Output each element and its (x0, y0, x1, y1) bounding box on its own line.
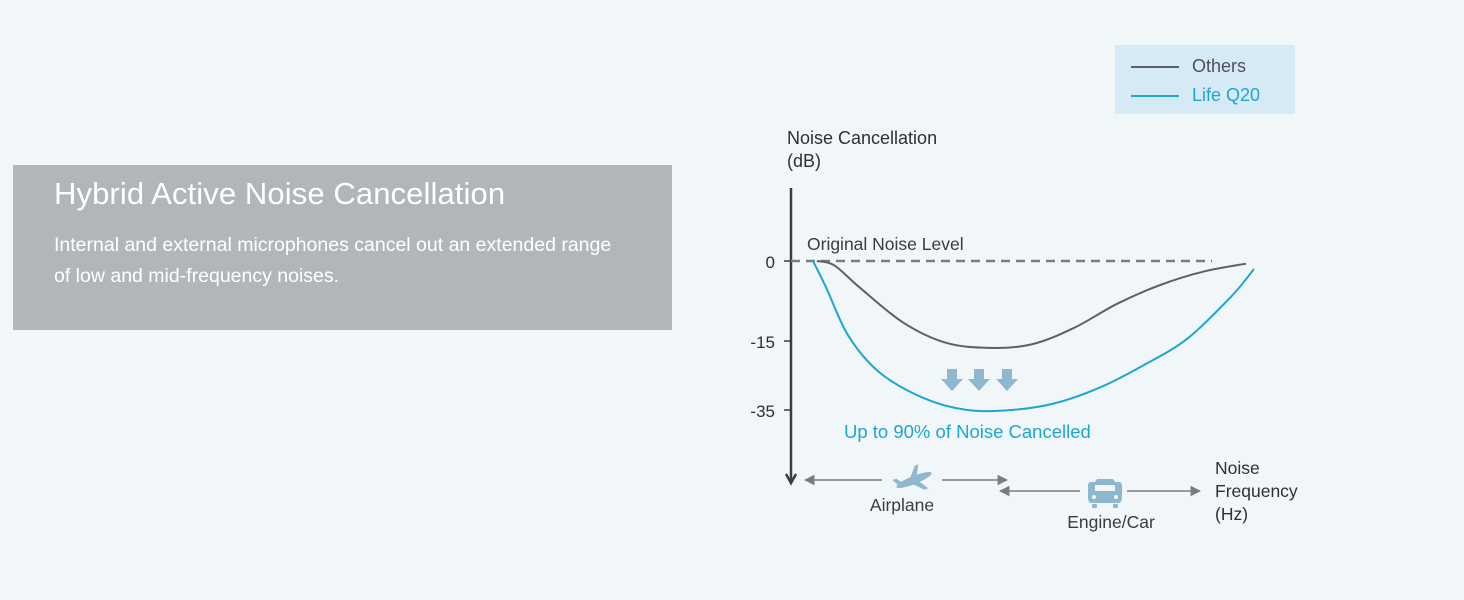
series-line-others (816, 260, 1247, 349)
chart-legend: Others Life Q20 (1115, 45, 1295, 114)
legend-item-others: Others (1131, 56, 1246, 77)
legend-swatch-others (1131, 65, 1179, 68)
reference-line-label: Original Noise Level (807, 234, 964, 254)
noise-cancelled-annotation: Up to 90% of Noise Cancelled (844, 421, 1091, 442)
x-axis-label-line2: Frequency (1215, 481, 1298, 501)
y-axis-label-line1: Noise Cancellation (787, 128, 938, 148)
y-axis-label-line2: (dB) (787, 151, 822, 171)
y-tick-label: 0 (766, 253, 775, 272)
legend-label-life-q20: Life Q20 (1192, 85, 1261, 105)
y-tick-label: -35 (750, 402, 775, 421)
engine-car-label: Engine/Car (1067, 512, 1155, 532)
legend-swatch-life-q20 (1131, 94, 1179, 97)
panel-title: Hybrid Active Noise Cancellation (54, 176, 506, 211)
panel-description: Internal and external microphones cancel… (54, 234, 612, 288)
legend-label-others: Others (1192, 56, 1247, 76)
x-axis-label-line3: (Hz) (1215, 504, 1249, 524)
reduction-arrows (941, 369, 1018, 391)
down-arrow-icon (968, 369, 990, 391)
y-tick-label: -15 (750, 333, 775, 352)
airplane-icon (892, 464, 932, 490)
info-panel: Hybrid Active Noise Cancellation Interna… (13, 165, 672, 330)
y-axis-arrow (784, 473, 798, 486)
series-line-life-q20 (812, 260, 1255, 413)
car-icon (1088, 479, 1122, 508)
down-arrow-icon (941, 369, 963, 391)
down-arrow-icon (996, 369, 1018, 391)
x-axis-label-line1: Noise (1215, 458, 1260, 478)
x-axis-label: Noise Frequency (Hz) (1215, 457, 1335, 526)
y-axis-label: Noise Cancellation (dB) (787, 127, 987, 173)
airplane-label: Airplane (870, 495, 934, 515)
legend-item-life-q20: Life Q20 (1131, 85, 1260, 106)
